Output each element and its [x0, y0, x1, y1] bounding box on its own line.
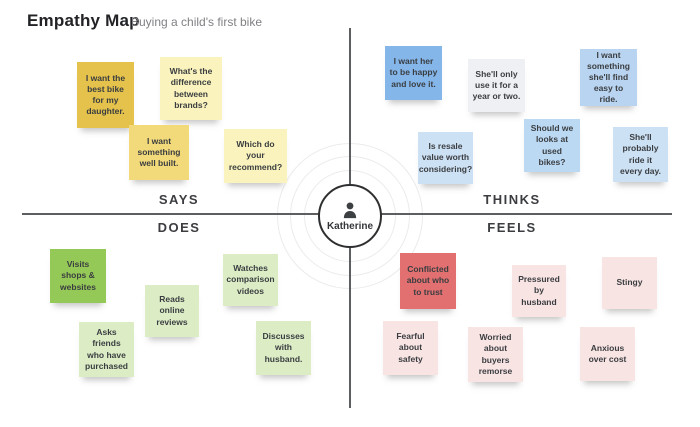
- persona-name: Katherine: [326, 220, 374, 232]
- quadrant-label-says: SAYS: [158, 192, 200, 207]
- sticky-note[interactable]: I want the best bike for my daughter.: [77, 62, 134, 128]
- sticky-note[interactable]: Fearful about safety: [383, 321, 438, 375]
- quadrant-label-does: DOES: [157, 220, 201, 235]
- sticky-note[interactable]: Is resale value worth considering?: [418, 132, 473, 184]
- sticky-note[interactable]: Reads online reviews: [145, 285, 199, 337]
- sticky-note[interactable]: I want something she'll find easy to rid…: [580, 49, 637, 106]
- person-icon: [343, 201, 357, 218]
- sticky-note[interactable]: Asks friends who have purchased: [79, 322, 134, 377]
- sticky-note[interactable]: Stingy: [602, 257, 657, 309]
- sticky-note[interactable]: I want something well built.: [129, 125, 189, 180]
- sticky-note[interactable]: Worried about buyers remorse: [468, 327, 523, 382]
- sticky-note[interactable]: Which do your recommend?: [224, 129, 287, 183]
- sticky-note[interactable]: Discusses with husband.: [256, 321, 311, 375]
- persona-circle[interactable]: Katherine: [318, 184, 382, 248]
- sticky-note[interactable]: She'll only use it for a year or two.: [468, 59, 525, 112]
- sticky-note[interactable]: What's the difference between brands?: [160, 57, 222, 120]
- sticky-note[interactable]: I want her to be happy and love it.: [385, 46, 442, 100]
- sticky-note[interactable]: She'll probably ride it every day.: [613, 127, 668, 182]
- page-subtitle: Buying a child's first bike: [131, 15, 263, 29]
- sticky-note[interactable]: Pressured by husband: [512, 265, 566, 317]
- quadrant-label-thinks: THINKS: [483, 192, 541, 207]
- quadrant-label-feels: FEELS: [487, 220, 537, 235]
- sticky-note[interactable]: Conflicted about who to trust: [400, 253, 456, 309]
- sticky-note[interactable]: Should we looks at used bikes?: [524, 119, 580, 172]
- sticky-note[interactable]: Watches comparison videos: [223, 254, 278, 306]
- page-title: Empathy Map: [27, 11, 140, 30]
- sticky-note[interactable]: Anxious over cost: [580, 327, 635, 381]
- sticky-note[interactable]: Visits shops & websites: [50, 249, 106, 303]
